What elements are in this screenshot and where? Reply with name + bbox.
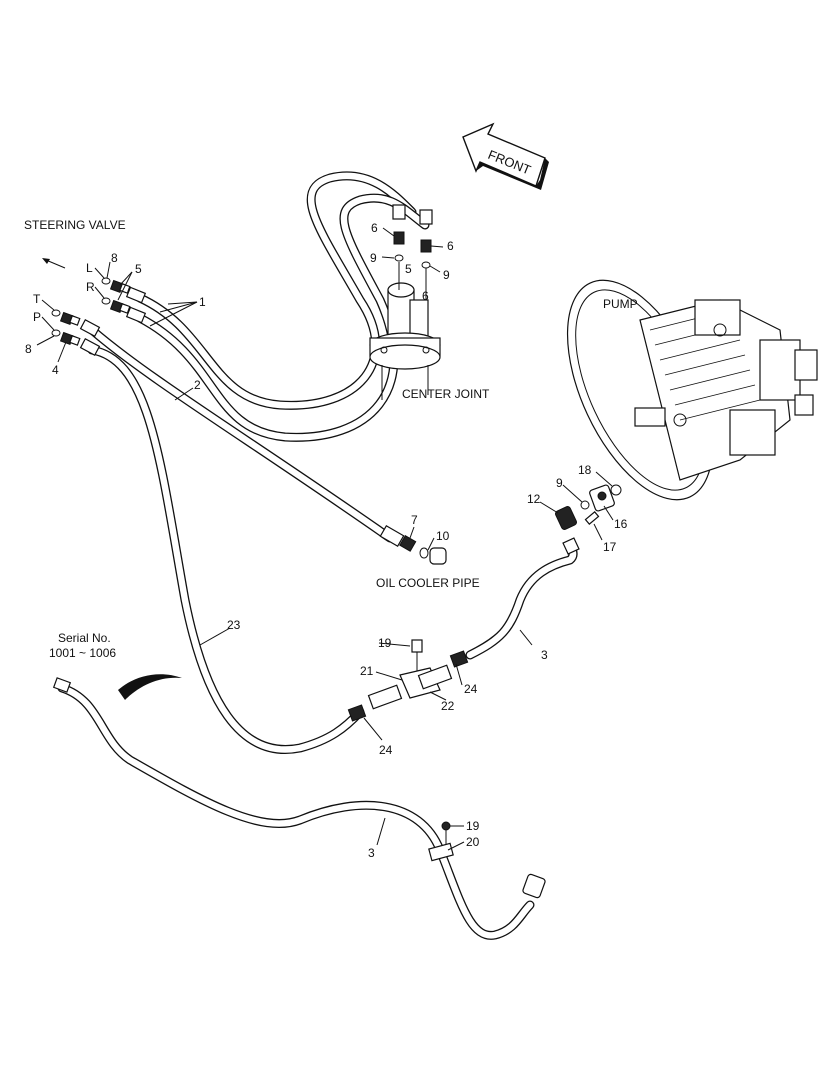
callout-22: 22 (441, 699, 455, 713)
callout-3-lower: 3 (368, 846, 375, 860)
callout-6-left: 6 (371, 221, 378, 235)
callout-10: 10 (436, 529, 450, 543)
callout-6-lower: 6 (422, 289, 429, 303)
hose-3-lower (57, 683, 535, 940)
callout-17: 17 (603, 540, 617, 554)
oil-cooler-fittings (379, 524, 447, 565)
pump-fittings (555, 484, 622, 555)
center-joint-label: CENTER JOINT (402, 387, 490, 401)
pump-label: PUMP (603, 297, 638, 311)
front-arrow: FRONT (462, 122, 549, 190)
callout-24-left: 24 (379, 743, 393, 757)
steering-valve-label: STEERING VALVE (24, 218, 126, 232)
port-l-label: L (86, 261, 93, 275)
hose-end-fittings (52, 286, 147, 693)
callout-3-upper: 3 (541, 648, 548, 662)
callout-9-left: 9 (370, 251, 377, 265)
callout-7: 7 (411, 513, 418, 527)
leader-lines (36, 227, 614, 851)
callout-5-valve: 5 (135, 262, 142, 276)
callout-2: 2 (194, 378, 201, 392)
oil-cooler-pipe-label: OIL COOLER PIPE (376, 576, 480, 590)
callout-23: 23 (227, 618, 241, 632)
steering-valve-arrow-icon (42, 258, 66, 269)
callout-1: 1 (199, 295, 206, 309)
callout-4: 4 (52, 363, 59, 377)
callout-19-lower: 19 (466, 819, 480, 833)
callout-24-right: 24 (464, 682, 478, 696)
callout-8-upper: 8 (111, 251, 118, 265)
callout-19-upper: 19 (378, 636, 392, 650)
callout-18: 18 (578, 463, 592, 477)
callout-16: 16 (614, 517, 628, 531)
center-joint-fittings (392, 204, 433, 300)
callout-20: 20 (466, 835, 480, 849)
callout-5-joint: 5 (405, 262, 412, 276)
serial-arrow-icon (118, 674, 182, 700)
port-t-label: T (33, 292, 41, 306)
callout-8-lower: 8 (25, 342, 32, 356)
serial-label-line1: Serial No. (58, 631, 111, 645)
adapters-4 (59, 311, 81, 346)
serial-label-line2: 1001 ~ 1006 (49, 646, 116, 660)
hose-3-upper (465, 540, 578, 660)
callout-12: 12 (527, 492, 541, 506)
hose-23 (87, 345, 365, 754)
adapters-5 (109, 279, 131, 314)
port-p-label: P (33, 310, 41, 324)
center-joint (369, 282, 441, 400)
hose-2 (87, 325, 395, 543)
pump-drawing (566, 279, 818, 501)
callout-6-right: 6 (447, 239, 454, 253)
callout-9-pump: 9 (556, 476, 563, 490)
lower-clamp (428, 821, 546, 899)
callout-21: 21 (360, 664, 374, 678)
port-r-label: R (86, 280, 95, 294)
clamp-assembly (347, 639, 469, 722)
callout-9-right: 9 (443, 268, 450, 282)
o-rings-8 (51, 277, 111, 337)
